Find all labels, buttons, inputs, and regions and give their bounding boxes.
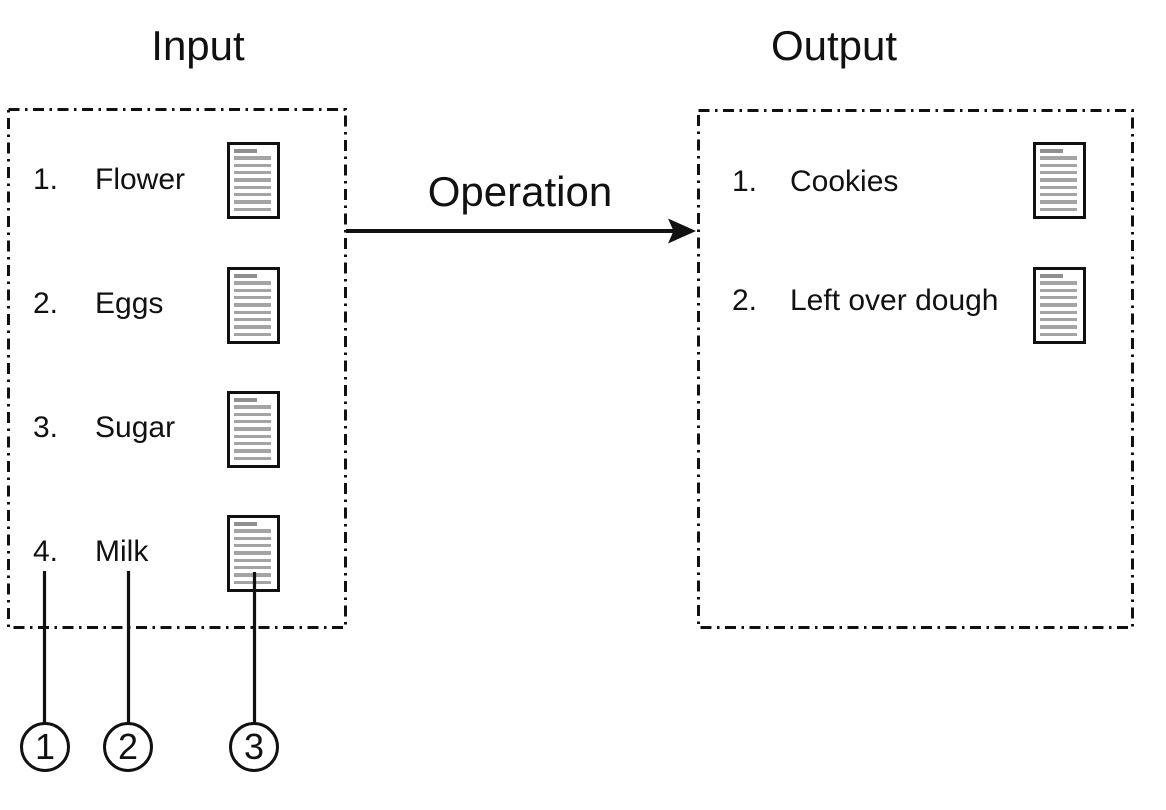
output-section-title: Output	[770, 22, 898, 69]
callout-circle-1: 1	[20, 722, 70, 772]
input-item-number: 4.	[33, 535, 59, 568]
operation-arrowhead-icon	[668, 218, 696, 244]
operation-arrow-label: Operation	[427, 168, 613, 215]
document-icon	[1033, 267, 1086, 344]
output-item-label: Cookies	[790, 165, 899, 198]
input-item-label: Milk	[95, 535, 149, 568]
input-item-label: Sugar	[95, 411, 176, 444]
input-item-number: 3.	[33, 411, 59, 444]
document-icon	[227, 267, 280, 344]
input-item-label: Flower	[95, 163, 186, 196]
input-item-label: Eggs	[95, 287, 164, 320]
output-item-number: 2.	[732, 284, 758, 317]
output-item-label: Left over dough	[790, 284, 999, 317]
document-icon	[227, 142, 280, 219]
callout-number: 3	[243, 726, 265, 767]
callout-circle-3: 3	[229, 722, 279, 772]
callout-circle-2: 2	[103, 722, 153, 772]
callout-number: 1	[34, 726, 56, 767]
callout-number: 2	[117, 726, 139, 767]
document-icon	[227, 515, 280, 592]
document-icon	[227, 391, 280, 468]
document-icon	[1033, 142, 1086, 219]
input-item-number: 1.	[33, 163, 59, 196]
input-item-number: 2.	[33, 287, 59, 320]
output-item-number: 1.	[732, 165, 758, 198]
input-section-title: Input	[151, 22, 245, 69]
